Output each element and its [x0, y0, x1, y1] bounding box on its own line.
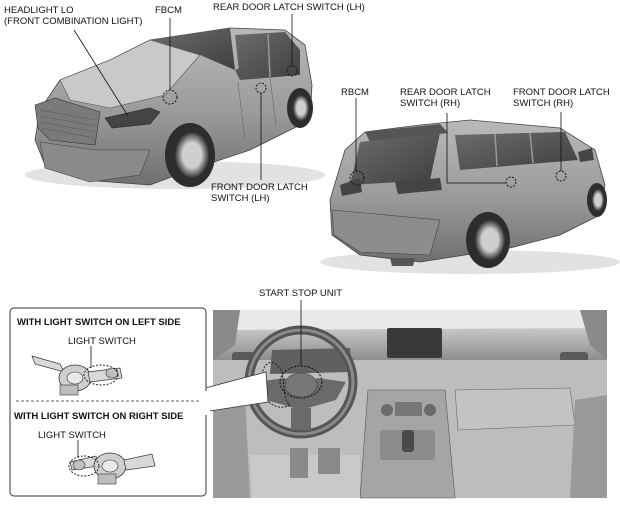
light-switch-right-drawing [68, 440, 156, 485]
front-door-latch-lh-label: FRONT DOOR LATCH [211, 182, 308, 193]
left-side-heading: WITH LIGHT SWITCH ON LEFT SIDE [17, 317, 181, 328]
dashboard-illustration [213, 310, 607, 499]
front-door-latch-rh-label: FRONT DOOR LATCH [513, 87, 610, 98]
fbcm-label: FBCM [155, 5, 182, 16]
rear-car-illustration [320, 119, 620, 274]
rear-door-latch-rh-label: REAR DOOR LATCH [400, 87, 491, 98]
rear-door-latch-rh-sublabel: SWITCH (RH) [400, 98, 460, 109]
front-car-illustration [25, 27, 325, 189]
rbcm-label: RBCM [341, 87, 369, 98]
rear-door-latch-lh-label: REAR DOOR LATCH SWITCH (LH) [213, 2, 365, 13]
start-stop-unit-label: START STOP UNIT [259, 288, 342, 299]
headlight-lo-sublabel: (FRONT COMBINATION LIGHT) [4, 16, 142, 27]
diagram-labels: HEADLIGHT LO (FRONT COMBINATION LIGHT) F… [4, 2, 610, 441]
light-switch-left-label: LIGHT SWITCH [68, 336, 136, 347]
front-car-leader-lines [73, 14, 293, 180]
light-switch-right-label: LIGHT SWITCH [38, 430, 106, 441]
front-door-latch-lh-sublabel: SWITCH (LH) [211, 193, 270, 204]
front-door-latch-rh-sublabel: SWITCH (RH) [513, 98, 573, 109]
headlight-lo-label: HEADLIGHT LO [4, 5, 74, 16]
rear-car-leader-lines [355, 98, 562, 184]
light-switch-inset [9, 307, 269, 497]
right-side-heading: WITH LIGHT SWITCH ON RIGHT SIDE [14, 411, 183, 422]
light-switch-left-drawing [31, 346, 123, 396]
